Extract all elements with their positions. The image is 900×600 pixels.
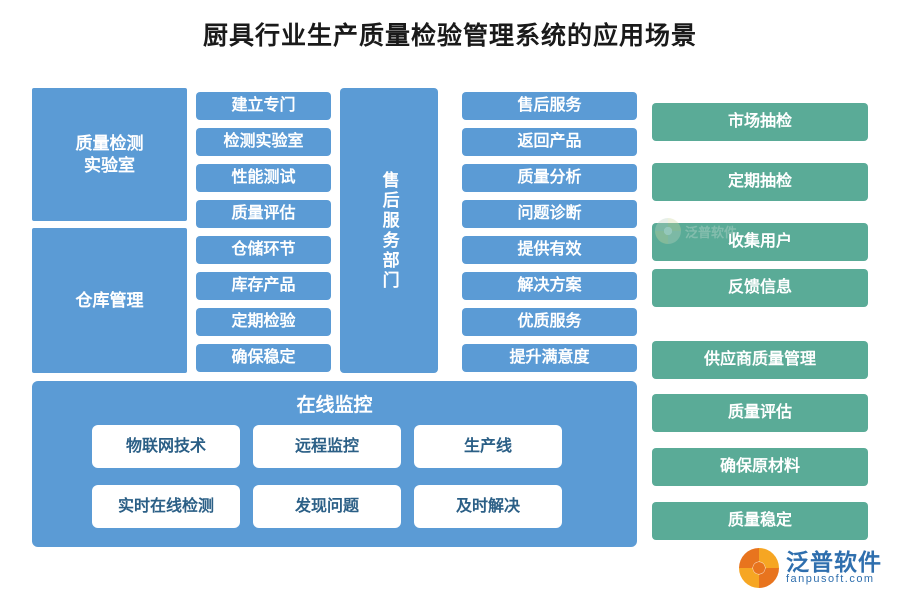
- list-item: 定期检验: [196, 308, 331, 336]
- list-item: 性能测试: [196, 164, 331, 192]
- list-item: 提升满意度: [462, 344, 637, 372]
- lab-header-box: 质量检测 实验室: [32, 88, 187, 221]
- list-item: 质量稳定: [652, 502, 868, 540]
- list-item: 确保原材料: [652, 448, 868, 486]
- list-item-label: 售后服务: [517, 97, 582, 114]
- list-item-label: 发现问题: [294, 497, 359, 515]
- page-title: 厨具行业生产质量检验管理系统的应用场景: [202, 22, 697, 50]
- list-item: 实时在线检测: [92, 485, 240, 528]
- list-item: 提供有效: [462, 236, 637, 264]
- online-monitoring-title: 在线监控: [296, 395, 373, 416]
- brand-logo: 泛普软件 fanpusoft.com: [739, 548, 882, 588]
- list-item: 收集用户: [652, 223, 868, 261]
- list-item-label: 定期检验: [231, 313, 296, 330]
- list-item: 反馈信息: [652, 269, 868, 307]
- aftersales-dept-box: 售后服务部门: [340, 88, 438, 373]
- warehouse-header-box: 仓库管理: [32, 228, 187, 373]
- list-item-label: 质量分析: [517, 169, 582, 186]
- list-item-label: 质量稳定: [727, 512, 792, 529]
- lab-header-label: 质量检测 实验室: [75, 134, 144, 175]
- list-item-label: 建立专门: [231, 97, 296, 114]
- list-item-label: 确保原材料: [719, 458, 800, 475]
- list-item-label: 远程监控: [294, 437, 359, 455]
- list-item: 定期抽检: [652, 163, 868, 201]
- list-item-label: 确保稳定: [231, 349, 296, 366]
- list-item: 仓储环节: [196, 236, 331, 264]
- list-item: 物联网技术: [92, 425, 240, 468]
- list-item-label: 问题诊断: [517, 205, 582, 222]
- list-item-label: 反馈信息: [727, 279, 792, 296]
- list-item: 确保稳定: [196, 344, 331, 372]
- list-item: 及时解决: [414, 485, 562, 528]
- list-item-label: 及时解决: [455, 497, 520, 515]
- list-item-label: 解决方案: [517, 277, 582, 294]
- list-item-label: 实时在线检测: [117, 497, 214, 515]
- list-item: 远程监控: [253, 425, 401, 468]
- list-item-label: 库存产品: [231, 277, 296, 294]
- list-item: 售后服务: [462, 92, 637, 120]
- list-item: 质量评估: [652, 394, 868, 432]
- list-item-label: 供应商质量管理: [703, 351, 816, 368]
- brand-name-en: fanpusoft.com: [786, 573, 875, 586]
- brand-logo-text: 泛普软件 fanpusoft.com: [786, 550, 882, 586]
- list-item: 市场抽检: [652, 103, 868, 141]
- aftersales-dept-label: 售后服务部门: [379, 170, 399, 291]
- list-item: 生产线: [414, 425, 562, 468]
- brand-logo-icon: [739, 548, 779, 588]
- list-item: 质量分析: [462, 164, 637, 192]
- list-item-label: 返回产品: [517, 133, 582, 150]
- list-item: 库存产品: [196, 272, 331, 300]
- list-item: 返回产品: [462, 128, 637, 156]
- list-item: 建立专门: [196, 92, 331, 120]
- list-item-label: 生产线: [463, 437, 512, 455]
- list-item-label: 物联网技术: [125, 437, 206, 455]
- list-item-label: 提供有效: [517, 241, 582, 258]
- list-item: 质量评估: [196, 200, 331, 228]
- list-item: 发现问题: [253, 485, 401, 528]
- brand-name-cn: 泛普软件: [786, 549, 882, 576]
- list-item: 检测实验室: [196, 128, 331, 156]
- list-item-label: 市场抽检: [727, 113, 792, 130]
- list-item-label: 收集用户: [727, 233, 792, 250]
- list-item: 优质服务: [462, 308, 637, 336]
- list-item-label: 仓储环节: [231, 241, 296, 258]
- list-item-label: 优质服务: [517, 313, 582, 330]
- list-item: 供应商质量管理: [652, 341, 868, 379]
- list-item: 解决方案: [462, 272, 637, 300]
- list-item-label: 质量评估: [727, 404, 792, 421]
- list-item-label: 提升满意度: [509, 349, 590, 366]
- list-item-label: 质量评估: [231, 205, 296, 222]
- warehouse-header-label: 仓库管理: [75, 290, 144, 310]
- list-item-label: 定期抽检: [727, 173, 792, 190]
- list-item-label: 性能测试: [231, 169, 296, 186]
- list-item-label: 检测实验室: [223, 133, 304, 150]
- list-item: 问题诊断: [462, 200, 637, 228]
